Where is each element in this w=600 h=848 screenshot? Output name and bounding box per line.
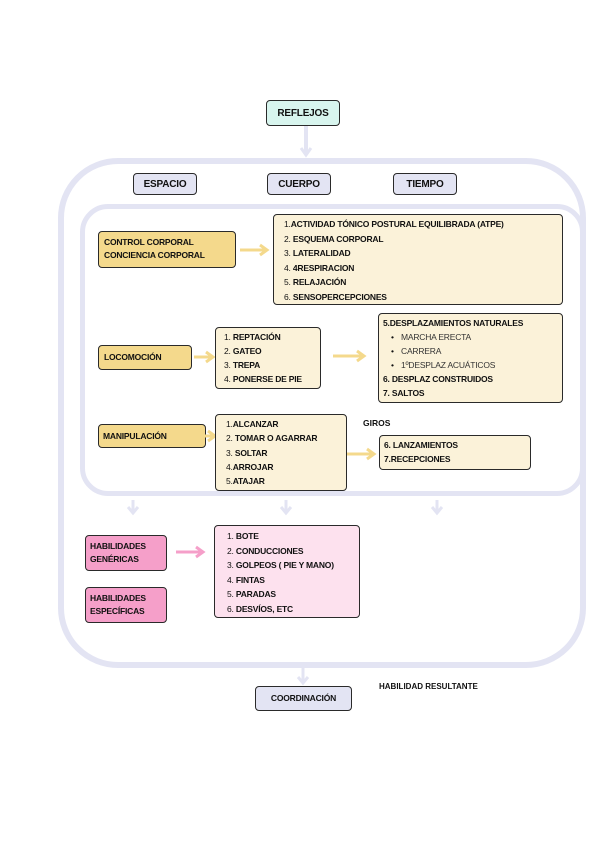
list-item: 1. BOTE [227, 531, 259, 541]
reflejos-box: REFLEJOS [266, 100, 340, 126]
list-item: 1.ACTIVIDAD TÓNICO POSTURAL EQUILIBRADA … [284, 219, 504, 229]
espacio-box: ESPACIO [133, 173, 197, 195]
cuerpo-label: CUERPO [278, 178, 320, 190]
arrow-down-icon [296, 668, 310, 686]
desplazamientos-heading: 5.DESPLAZAMIENTOS NATURALES [383, 318, 524, 328]
control-label-2: CONCIENCIA CORPORAL [104, 250, 205, 260]
coordinacion-box: COORDINACIÓN [255, 686, 352, 711]
list-item: 5. PARADAS [227, 589, 276, 599]
arrow-down-icon [126, 500, 140, 516]
list-item: 6. LANZAMIENTOS [384, 440, 458, 450]
list-item: 4. 4RESPIRACION [284, 262, 355, 273]
arrow-down-icon [299, 126, 313, 158]
manipulacion-box: MANIPULACIÓN [98, 424, 206, 448]
list-item: 5.ATAJAR [226, 476, 265, 487]
bullet-item: MARCHA ERECTA [383, 330, 558, 344]
list-item: 7. SALTOS [383, 388, 425, 398]
list-item: 2. GATEO [224, 346, 262, 356]
control-list-box: 1.ACTIVIDAD TÓNICO POSTURAL EQUILIBRADA … [273, 214, 563, 305]
bullet-item: CARRERA [383, 344, 558, 358]
tiempo-label: TIEMPO [406, 178, 444, 190]
cuerpo-box: CUERPO [267, 173, 331, 195]
reflejos-label: REFLEJOS [277, 107, 329, 119]
list-item: 3. TREPA [224, 360, 261, 370]
giros-label: GIROS [363, 418, 391, 428]
control-label-1: CONTROL CORPORAL [104, 237, 194, 247]
list-item: 6. SENSOPERCEPCIONES [284, 291, 387, 302]
habilidades-especificas-box: HABILIDADES ESPECÍFICAS [85, 587, 167, 623]
especificas-label-1: HABILIDADES [90, 593, 146, 603]
list-item: 3. SOLTAR [226, 447, 268, 458]
habilidades-genericas-box: HABILIDADES GENÉRICAS [85, 535, 167, 571]
list-item: 4. PONERSE DE PIE [224, 374, 302, 384]
list-item: 6. DESVÍOS, ETC [227, 603, 293, 614]
locomocion-box: LOCOMOCIÓN [98, 345, 192, 370]
coordinacion-label: COORDINACIÓN [270, 693, 337, 703]
list-item: 4. FINTAS [227, 574, 265, 585]
list-item: 5. RELAJACIÓN [284, 277, 347, 287]
habilidades-list-box: 1. BOTE 2. CONDUCCIONES 3. GOLPEOS ( PIE… [214, 525, 360, 618]
genericas-label-2: GENÉRICAS [90, 554, 139, 564]
list-item: 3. LATERALIDAD [284, 248, 351, 258]
genericas-label-1: HABILIDADES [90, 541, 146, 551]
manipulacion-extended-box: 6. LANZAMIENTOS 7.RECEPCIONES [379, 435, 531, 470]
arrow-right-icon [194, 350, 216, 364]
tiempo-box: TIEMPO [393, 173, 457, 195]
list-item: 7.RECEPCIONES [384, 453, 451, 464]
especificas-label-2: ESPECÍFICAS [90, 606, 145, 616]
list-item: 2. TOMAR O AGARRAR [226, 433, 318, 444]
list-item: 2. ESQUEMA CORPORAL [284, 233, 384, 244]
list-item: 2. CONDUCCIONES [227, 545, 304, 556]
arrow-right-icon [176, 545, 206, 559]
arrow-down-icon [430, 500, 444, 516]
list-item: 4.ARROJAR [226, 461, 274, 472]
locomocion-extended-box: 5.DESPLAZAMIENTOS NATURALES MARCHA ERECT… [378, 313, 563, 403]
bullet-item: 1ºDESPLAZ ACUÁTICOS [383, 358, 558, 372]
locomocion-label: LOCOMOCIÓN [104, 352, 162, 362]
arrow-right-icon [347, 447, 377, 461]
manipulacion-label: MANIPULACIÓN [103, 430, 167, 441]
list-item: 6. DESPLAZ CONSTRUIDOS [383, 374, 493, 384]
arrow-right-icon [240, 243, 270, 257]
inner-frame [80, 204, 585, 496]
manipulacion-list-box: 1.ALCANZAR 2. TOMAR O AGARRAR 3. SOLTAR … [215, 414, 347, 491]
control-corporal-box: CONTROL CORPORAL CONCIENCIA CORPORAL [98, 231, 236, 268]
habilidad-resultante-label: HABILIDAD RESULTANTE [379, 682, 478, 691]
arrow-down-icon [279, 500, 293, 516]
list-item: 3. GOLPEOS ( PIE Y MANO) [227, 560, 334, 570]
espacio-label: ESPACIO [143, 178, 187, 190]
locomocion-list-box: 1. REPTACIÓN 2. GATEO 3. TREPA 4. PONERS… [215, 327, 321, 389]
list-item: 1.ALCANZAR [226, 419, 279, 429]
arrow-right-icon [333, 349, 367, 363]
list-item: 1. REPTACIÓN [224, 332, 281, 342]
